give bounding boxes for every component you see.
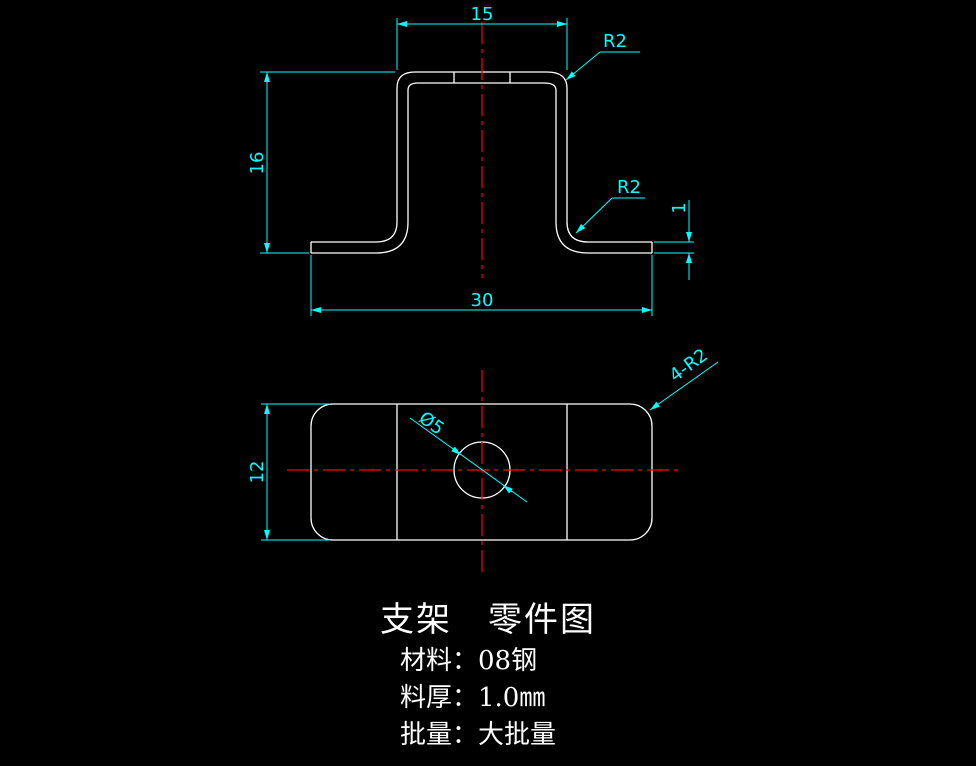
batch-line: 批量：大批量 [400,720,557,750]
thickness-line: 料厚：1.0㎜ [400,683,546,713]
profile-outer [311,71,652,243]
plate-outline [310,403,653,541]
profile-inner [311,82,652,254]
drawing-title: 支架 零件图 [380,600,596,640]
front-dimensions [260,18,694,316]
dim-text-thickness: 1 [669,202,690,213]
dim-text-height: 16 [247,152,268,175]
leader-r2-top [565,51,601,81]
dim-text-top-width: 15 [471,4,494,25]
plan-centerlines [287,370,678,572]
plan-dimensions [261,361,719,541]
leader-r2-bottom [575,197,613,234]
plan-dimension-texts: 12 Ø5 4-R2 [247,345,712,484]
dim-text-hole-diameter: Ø5 [415,408,448,440]
dim-text-total-width: 30 [471,290,494,311]
dim-text-plate-width: 12 [247,461,268,484]
material-line: 材料：08钢 [400,646,538,676]
dim-text-r2-top: R2 [603,31,627,52]
dim-text-corner-radius: 4-R2 [666,345,712,387]
front-dimension-texts: 15 16 30 R2 R2 1 [247,4,690,311]
part-info: 材料：08钢 料厚：1.0㎜ 批量：大批量 [400,644,720,755]
front-view [310,71,653,254]
leader-corner-radius [649,361,719,411]
dim-text-r2-bottom: R2 [617,177,641,198]
